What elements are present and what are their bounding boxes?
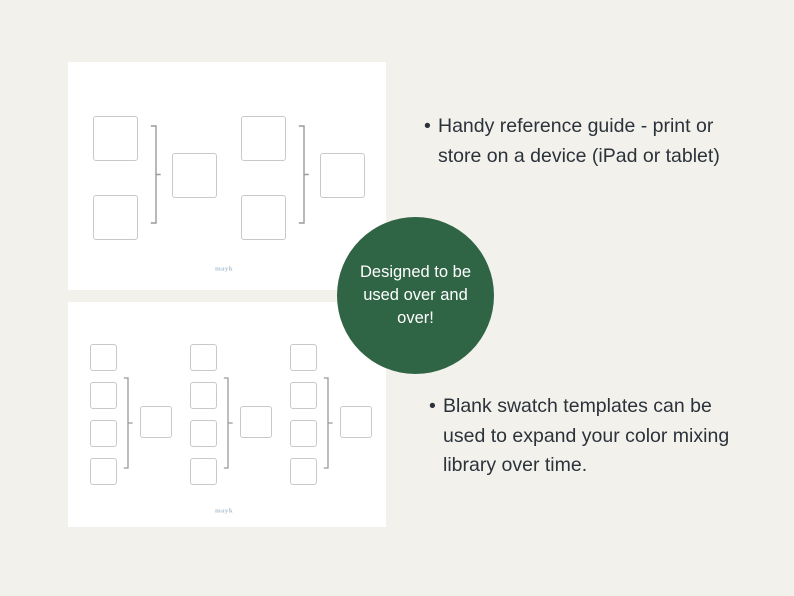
swatch-square[interactable]: [241, 195, 286, 240]
swatch-square[interactable]: [90, 382, 117, 409]
swatch-square[interactable]: [93, 116, 138, 161]
swatch-result-square[interactable]: [320, 153, 365, 198]
watermark-logo: mayk: [215, 265, 233, 273]
highlight-badge: Designed to be used over and over!: [337, 217, 494, 374]
swatch-square[interactable]: [190, 420, 217, 447]
swatch-square[interactable]: [90, 458, 117, 485]
swatch-square[interactable]: [190, 382, 217, 409]
swatch-result-square[interactable]: [140, 406, 172, 438]
watermark-logo: mayk: [215, 507, 233, 515]
bullet-item-1: • Handy reference guide - print or store…: [424, 112, 734, 171]
highlight-badge-label: Designed to be used over and over!: [360, 263, 471, 327]
swatch-result-square[interactable]: [340, 406, 372, 438]
swatch-square[interactable]: [90, 344, 117, 371]
brace-icon: [323, 377, 335, 469]
bullet-text-2: Blank swatch templates can be used to ex…: [443, 395, 730, 477]
swatch-square[interactable]: [290, 458, 317, 485]
swatch-square[interactable]: [290, 382, 317, 409]
brace-icon: [223, 377, 235, 469]
brace-icon: [150, 125, 162, 224]
swatch-square[interactable]: [241, 116, 286, 161]
swatch-square[interactable]: [90, 420, 117, 447]
swatch-result-square[interactable]: [240, 406, 272, 438]
template-card-two-color[interactable]: mayk: [68, 62, 386, 290]
bullet-text-1: Handy reference guide - print or store o…: [438, 115, 720, 167]
swatch-square[interactable]: [190, 458, 217, 485]
bullet-item-2: • Blank swatch templates can be used to …: [429, 392, 739, 481]
swatch-square[interactable]: [290, 420, 317, 447]
swatch-result-square[interactable]: [172, 153, 217, 198]
swatch-square[interactable]: [290, 344, 317, 371]
swatch-square[interactable]: [93, 195, 138, 240]
bullet-marker-icon: •: [424, 115, 431, 137]
template-card-four-color[interactable]: mayk: [68, 302, 386, 527]
bullet-marker-icon: •: [429, 395, 436, 417]
swatch-square[interactable]: [190, 344, 217, 371]
brace-icon: [298, 125, 310, 224]
brace-icon: [123, 377, 135, 469]
